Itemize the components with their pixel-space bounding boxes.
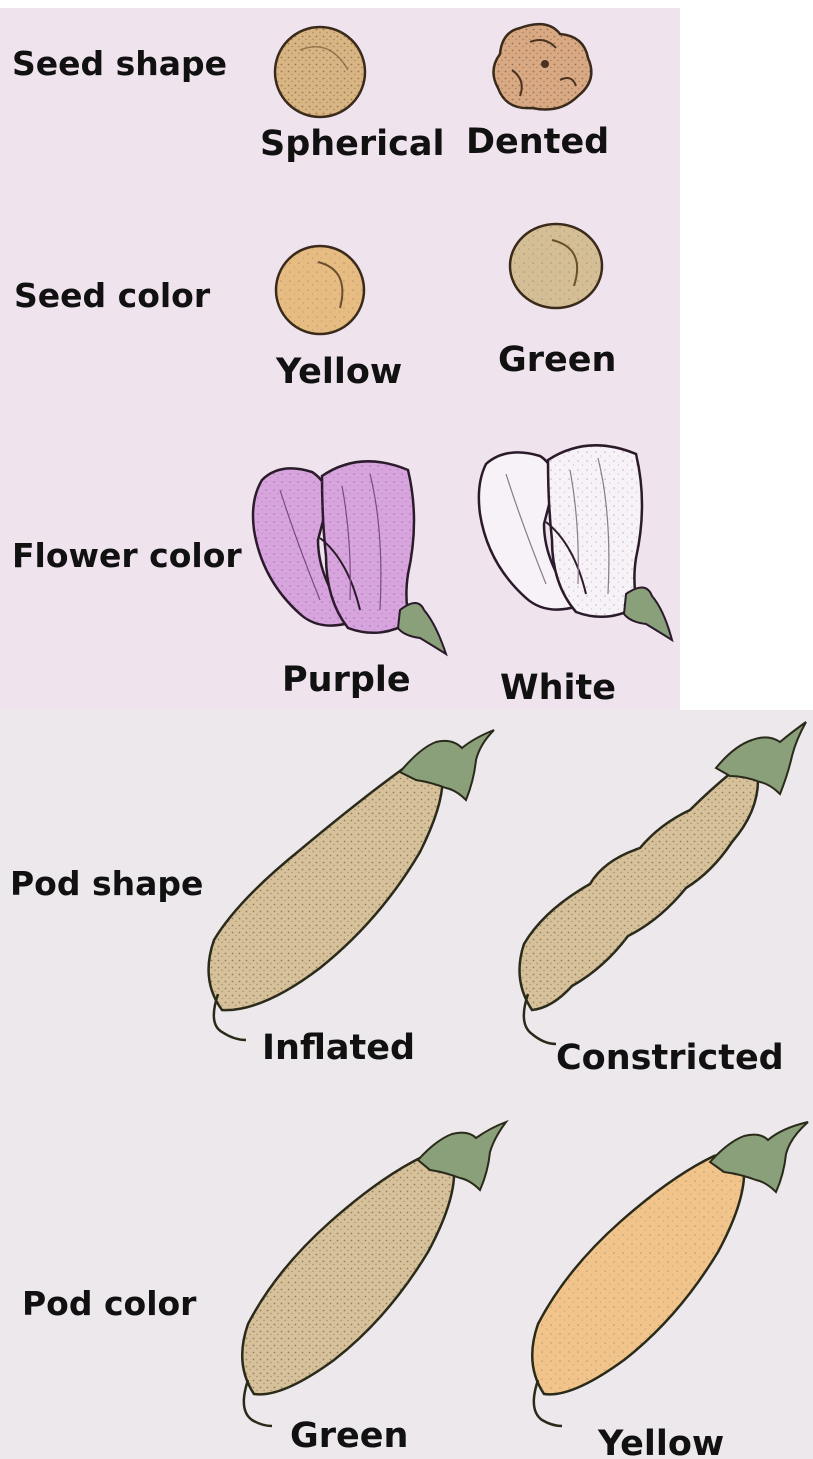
dented-seed-icon: [493, 24, 591, 109]
caption-spherical: Spherical: [260, 124, 445, 164]
caption-inflated: Inflated: [262, 1028, 415, 1068]
purple-flower-icon: [253, 461, 446, 654]
green-seed-icon: [510, 224, 602, 308]
green-pod-icon: [242, 1122, 506, 1426]
trait-label-pod-shape: Pod shape: [10, 864, 203, 903]
caption-yellow-seed: Yellow: [276, 352, 402, 392]
white-flower-icon: [479, 445, 672, 640]
constricted-pod-icon: [520, 722, 807, 1044]
caption-dented: Dented: [466, 122, 609, 162]
trait-label-flower-color: Flower color: [12, 536, 242, 575]
trait-label-seed-shape: Seed shape: [12, 44, 227, 83]
trait-label-seed-color: Seed color: [14, 276, 210, 315]
caption-purple: Purple: [282, 660, 411, 700]
caption-green-seed: Green: [498, 340, 616, 380]
yellow-pod-icon: [532, 1122, 808, 1426]
spherical-seed-icon: [275, 27, 365, 117]
caption-white: White: [500, 668, 616, 708]
inflated-pod-icon: [209, 730, 494, 1040]
caption-constricted: Constricted: [556, 1038, 784, 1078]
caption-green-pod: Green: [290, 1416, 408, 1456]
trait-label-pod-color: Pod color: [22, 1284, 196, 1323]
yellow-seed-icon: [276, 246, 364, 334]
caption-yellow-pod: Yellow: [598, 1424, 724, 1459]
